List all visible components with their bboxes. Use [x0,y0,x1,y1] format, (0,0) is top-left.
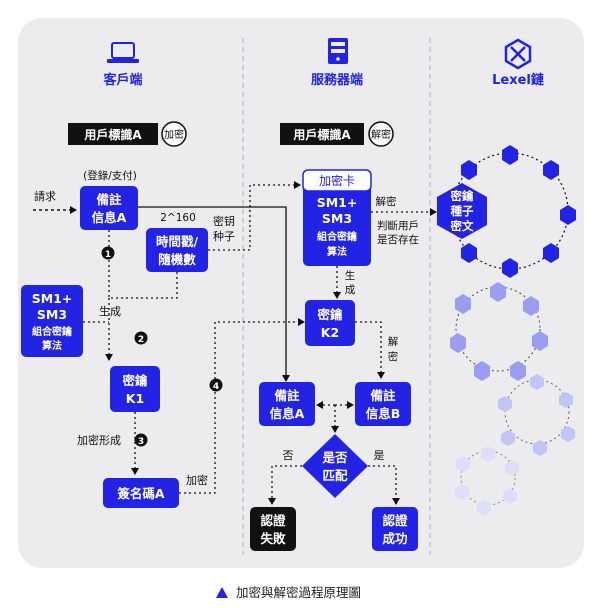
encryption-card-header [302,169,372,192]
timestamp-line1: 時間戳/ [156,234,199,249]
encryption-card-title: 加密卡 [319,173,355,188]
remark-b-line2: 信息B [366,406,401,421]
remark-a-server-line2: 信息A [270,406,305,421]
key-k2-line2: K2 [321,325,339,340]
remark-b-line1: 備註 [370,388,396,403]
decrypt-v-line1: 解 [388,335,399,348]
encryption-card-box [303,170,371,266]
login-pay-label: (登錄/支付) [83,169,137,182]
user-id-label-server: 用戶標識A [292,127,351,142]
column-title-server: 服務器端 [311,72,363,88]
decrypt-judge-line3: 是否存在 [377,233,419,246]
step-4-badge [209,378,223,392]
remark-a-line2: 信息A [92,210,127,225]
remark-a-box-client [80,186,138,230]
remark-a-server-line1: 備註 [274,388,300,403]
step-2-label: 2 [138,335,144,345]
chain-ring-faded-1 [455,286,541,372]
algo-server-line1: SM1+ [317,195,358,210]
generate-server-line2: 成 [345,284,356,296]
user-id-box-server [280,123,364,145]
encrypt-form-label: 加密形成 [77,433,121,447]
generate-server-line1: 生 [345,269,356,282]
step-4-label: 4 [213,382,219,392]
chain-node-group-faded-2 [498,374,575,456]
chain-node-group-faded-3 [455,446,519,516]
auth-success-line1: 認證 [382,513,408,528]
match-diamond [302,434,368,498]
decrypt-judge-line2: 判斷用戶 [377,219,419,232]
cipher-line1: 密鑰 [450,189,474,203]
match-line2: 匹配 [322,468,348,483]
remark-transfer-arrow [138,206,290,382]
seed-arrow [208,181,301,251]
user-id-box-client [68,123,158,145]
flow-line-ts [109,272,178,299]
step-1-badge [101,246,115,260]
auth-fail-line1: 認證 [260,513,286,528]
step-3-badge [134,433,148,447]
algo-client-line1: SM1+ [32,291,73,306]
no-branch-arrow [268,465,302,505]
caption-triangle-icon [216,587,228,598]
generate-label-client: 生成 [99,304,121,318]
auth-success-line2: 成功 [382,531,407,546]
algo-client-line2: SM3 [37,307,67,322]
algo-client-line4: 算法 [41,339,62,352]
decrypt-judge-line1: 解密 [376,195,397,208]
cipher-hexagon [437,183,487,239]
column-title-chain: Lexel鏈 [492,72,545,88]
signature-arrow [179,318,305,494]
timestamp-box [146,228,208,272]
remark-a-line1: 備註 [96,192,122,207]
request-label: 請求 [34,189,56,203]
encrypt-badge [161,121,187,147]
algo-server-line4: 算法 [326,245,347,258]
auth-success-box [372,507,418,551]
remark-b-box [355,382,411,426]
decrypt-v-line2: 密 [388,350,399,363]
algo-server-line2: SM3 [322,211,352,226]
step-1-label: 1 [105,250,111,260]
yes-label: 是 [374,449,385,462]
chain-node-group-faded-1 [450,282,548,381]
match-line1: 是否 [321,450,348,465]
cipher-line2: 種子 [451,204,474,218]
caption-text: 加密與解密過程原理圖 [236,585,361,600]
cipher-line3: 密文 [450,219,474,233]
signature-label: 簽名碼A [116,486,165,501]
encrypt-badge-label: 加密 [164,128,184,141]
key-k2-line1: 密鑰 [316,307,343,322]
step-3-label: 3 [138,437,144,447]
background-panel [18,18,584,568]
key-k1-line1: 密鑰 [121,373,148,388]
remark-a-box-server [259,382,315,426]
key-k1-line2: K1 [126,391,144,406]
decrypt-arrow [355,321,385,379]
timestamp-line2: 隨機數 [158,252,196,267]
lexel-logo-icon [504,38,532,70]
user-id-label-client: 用戶標識A [83,127,142,142]
step-2-badge [134,331,148,345]
laptop-icon [107,42,139,63]
decrypt-badge [368,121,394,147]
algo-server-line3: 組合密鑰 [317,230,357,243]
auth-fail-line2: 失敗 [260,531,286,546]
seed-label-2: 种子 [213,229,235,243]
column-title-client: 客戶端 [103,72,142,88]
seed-label-1: 密钥 [213,214,235,228]
decrypt-badge-label: 解密 [371,128,391,141]
algo-box-client [21,285,83,357]
key-k1-box [110,366,160,412]
pow-label: 2^160 [160,212,196,224]
auth-fail-box [250,507,296,551]
signature-box [103,478,179,508]
algo-client-line3: 組合密鑰 [32,325,72,338]
no-label: 否 [283,449,294,462]
chain-node-group [461,145,576,278]
key-k2-box [305,300,355,346]
server-icon [328,38,348,64]
encrypt-label-signature: 加密 [186,473,208,487]
